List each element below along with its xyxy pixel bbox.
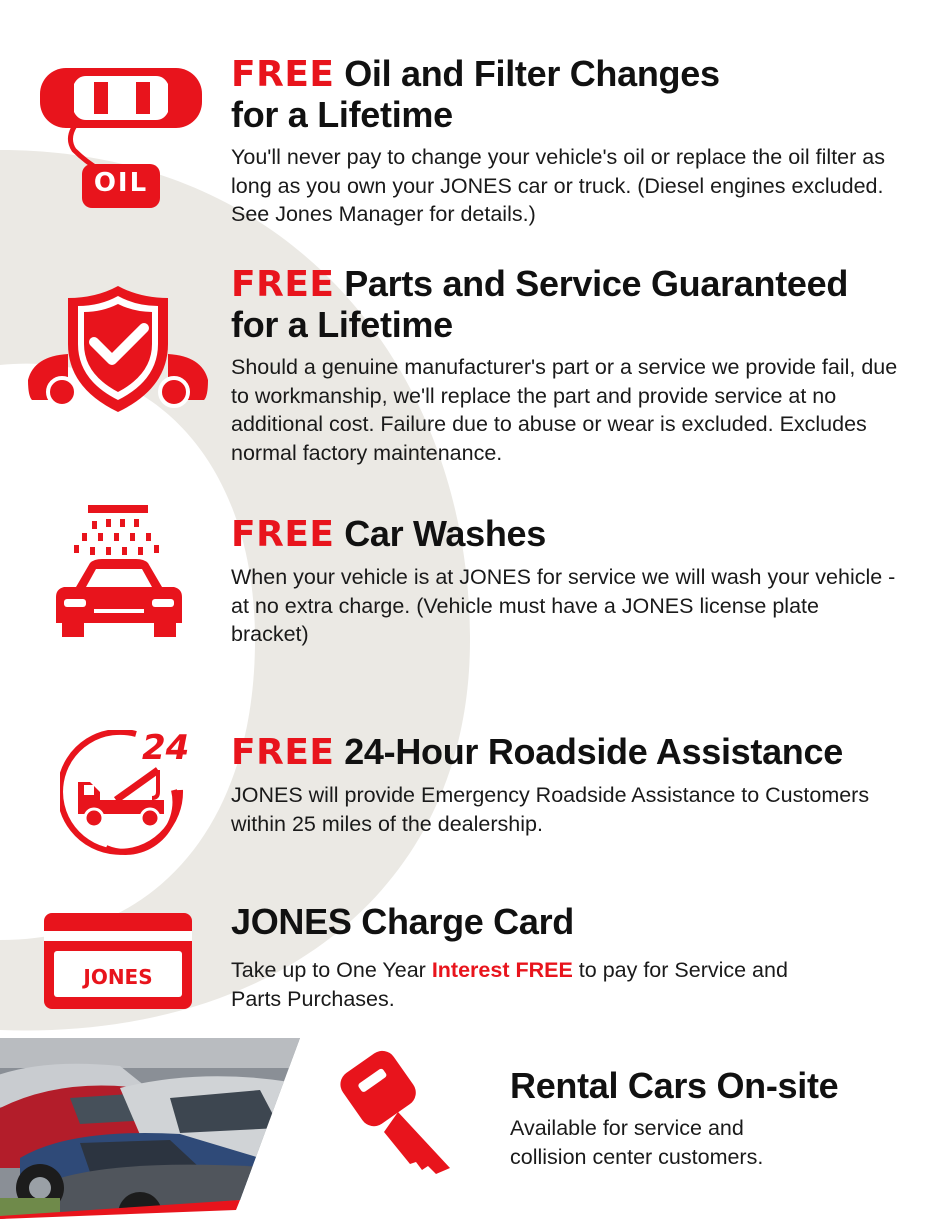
car-key-icon bbox=[340, 1046, 460, 1174]
roadside-24-label: 24 bbox=[142, 728, 190, 768]
feature-charge-card: JONES Charge Card Take up to One Year In… bbox=[231, 902, 851, 1013]
feature-title: FREE Car Washes bbox=[231, 514, 901, 555]
car-oil-icon: OIL bbox=[38, 58, 206, 210]
feature-rental-cars: Rental Cars On-site Available for servic… bbox=[510, 1066, 910, 1171]
title-text-2: for a Lifetime bbox=[231, 94, 453, 135]
feature-description: You'll never pay to change your vehicle'… bbox=[231, 145, 885, 226]
feature-description: When your vehicle is at JONES for servic… bbox=[231, 565, 896, 646]
desc-text: Take up to One Year bbox=[231, 958, 432, 982]
desc-text-2: to pay for Service and Parts Purchases. bbox=[231, 958, 788, 1011]
title-text: Parts and Service Guaranteed bbox=[344, 263, 849, 304]
free-label: FREE bbox=[231, 54, 335, 95]
feature-title: Rental Cars On-site bbox=[510, 1065, 839, 1106]
free-label: FREE bbox=[231, 732, 335, 773]
title-text: Oil and Filter Changes bbox=[344, 53, 720, 94]
title-text: Car Washes bbox=[344, 513, 546, 554]
feature-roadside: FREE 24-Hour Roadside Assistance JONES w… bbox=[231, 732, 911, 838]
feature-description: Available for service and collision cent… bbox=[510, 1116, 764, 1169]
feature-description: Should a genuine manufacturer's part or … bbox=[231, 355, 898, 465]
shield-car-icon bbox=[28, 284, 208, 414]
free-label: FREE bbox=[231, 514, 335, 555]
feature-title: FREE 24-Hour Roadside Assistance bbox=[231, 732, 911, 773]
title-text: 24-Hour Roadside Assistance bbox=[344, 731, 843, 772]
card-brand-label: JONES bbox=[83, 965, 153, 989]
feature-title: JONES Charge Card bbox=[231, 901, 574, 942]
feature-description: JONES will provide Emergency Roadside As… bbox=[231, 783, 870, 836]
free-label: FREE bbox=[231, 264, 335, 305]
tow-truck-icon: 24 bbox=[57, 728, 200, 855]
oil-icon-label: OIL bbox=[93, 168, 149, 198]
car-wash-icon bbox=[54, 505, 184, 640]
interest-free-highlight: Interest FREE bbox=[431, 958, 573, 982]
feature-car-washes: FREE Car Washes When your vehicle is at … bbox=[231, 514, 901, 649]
parked-cars-photo bbox=[0, 1038, 300, 1219]
charge-card-icon: JONES bbox=[44, 913, 192, 1009]
title-text-2: for a Lifetime bbox=[231, 304, 453, 345]
feature-description: Take up to One Year Interest FREE to pay… bbox=[231, 956, 821, 1013]
